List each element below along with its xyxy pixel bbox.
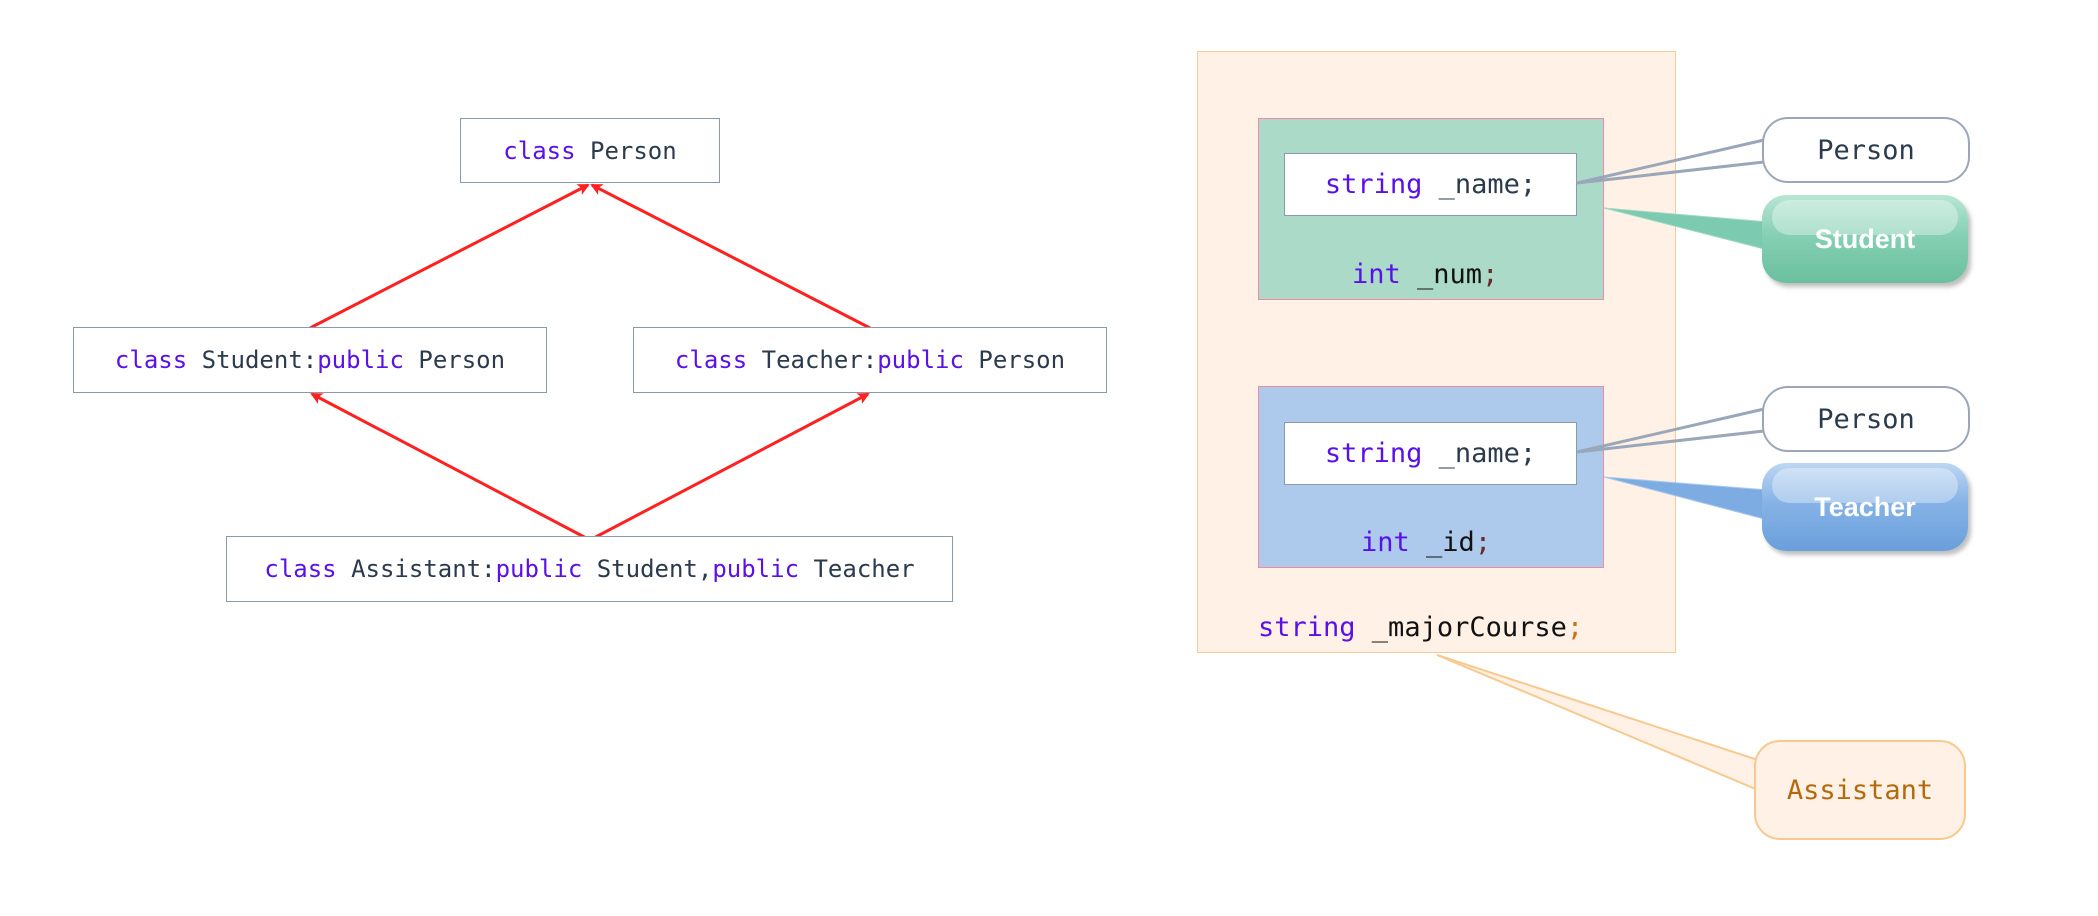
assistant-class-keyword: class: [264, 555, 337, 583]
student-name-rest: _name;: [1422, 169, 1537, 200]
teacher-base-name: Person: [963, 346, 1066, 374]
person-callout-1-label: Person: [1817, 134, 1915, 166]
majorcourse-name: _majorCourse: [1355, 612, 1567, 643]
assistant-callout-label: Assistant: [1786, 774, 1934, 806]
teacher-callout-label: Teacher: [1814, 491, 1916, 522]
assistant-base-student: Student,: [582, 555, 713, 583]
student-name-field-box: string _name;: [1284, 153, 1577, 216]
arrow-teacher-to-person: [590, 183, 871, 330]
assistant-access-keyword-2: public: [712, 555, 800, 583]
teacher-name-rest: _name;: [1422, 438, 1537, 469]
arrow-student-to-person: [309, 183, 590, 330]
majorcourse-type: string: [1258, 612, 1356, 643]
person-callout-2-label: Person: [1817, 403, 1915, 435]
person-callout-2: Person: [1762, 386, 1970, 452]
assistant-class-name: Assistant:: [336, 555, 496, 583]
assistant-access-keyword-1: public: [495, 555, 583, 583]
class-person-box: class Person: [460, 118, 720, 183]
assistant-callout-tail: [1436, 654, 1759, 792]
student-callout-gloss: [1772, 200, 1958, 236]
teacher-callout-gloss: [1772, 468, 1958, 504]
student-callout-label: Student: [1814, 223, 1916, 254]
student-class-name: Student:: [187, 346, 318, 374]
class-student-box: class Student:public Person: [73, 327, 547, 393]
student-num-name: _num: [1400, 259, 1483, 290]
class-assistant-box: class Assistant:public Student,public Te…: [226, 536, 953, 602]
person-callout-1: Person: [1762, 117, 1970, 183]
assistant-base-teacher: Teacher: [799, 555, 915, 583]
teacher-name-field-box: string _name;: [1284, 422, 1577, 485]
student-name-type: string: [1324, 169, 1423, 200]
arrow-assistant-to-student: [310, 392, 591, 542]
student-num-type: int: [1352, 259, 1401, 290]
arrow-assistant-to-teacher: [589, 392, 870, 542]
assistant-callout: Assistant: [1754, 740, 1966, 840]
teacher-name-type: string: [1324, 438, 1423, 469]
teacher-id-type: int: [1361, 527, 1410, 558]
majorcourse-semicolon: ;: [1566, 612, 1584, 643]
teacher-id-name: _id: [1409, 527, 1475, 558]
teacher-access-keyword: public: [877, 346, 964, 374]
student-num-field: int _num;: [1352, 259, 1498, 290]
student-callout: Student: [1762, 195, 1968, 283]
student-base-name: Person: [403, 346, 506, 374]
teacher-class-name: Teacher:: [747, 346, 878, 374]
teacher-callout: Teacher: [1762, 463, 1968, 551]
teacher-id-semicolon: ;: [1474, 527, 1492, 558]
student-num-semicolon: ;: [1482, 259, 1499, 290]
teacher-id-field: int _id;: [1361, 527, 1491, 558]
student-access-keyword: public: [317, 346, 404, 374]
student-class-keyword: class: [114, 346, 188, 374]
assistant-majorcourse-field: string _majorCourse;: [1258, 612, 1583, 643]
teacher-class-keyword: class: [674, 346, 748, 374]
class-teacher-box: class Teacher:public Person: [633, 327, 1107, 393]
person-class-name: Person: [575, 136, 677, 165]
person-class-keyword: class: [503, 136, 576, 165]
